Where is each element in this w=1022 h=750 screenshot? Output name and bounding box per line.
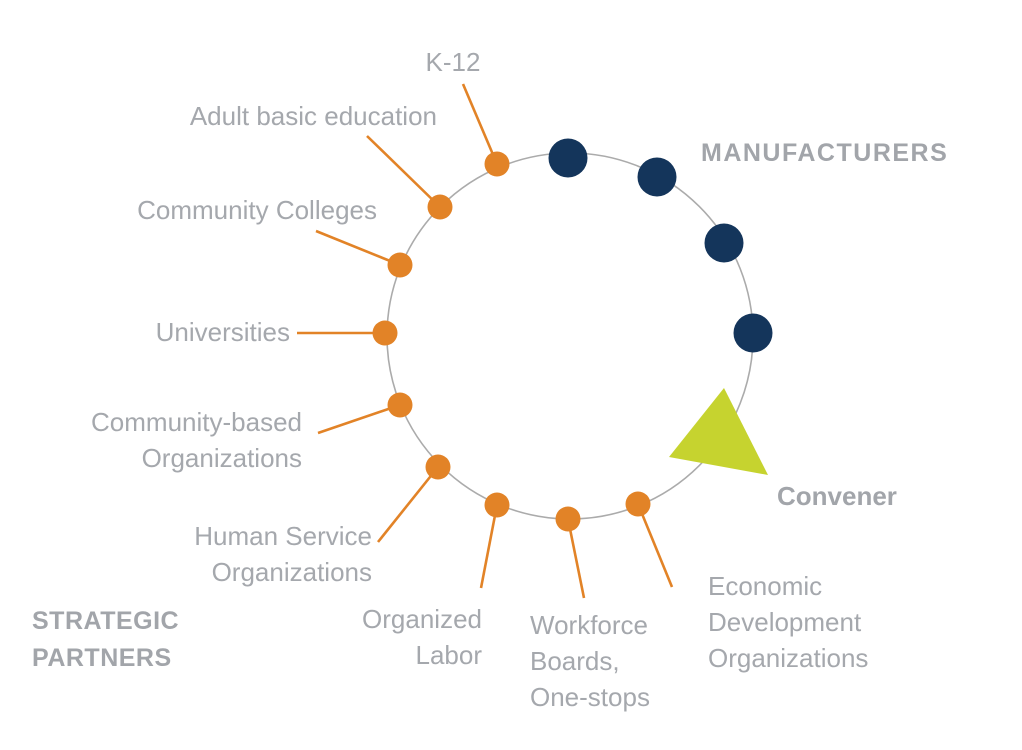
label-community-based-organizations: Community-based Organizations [91,407,302,473]
manufacturer-node-1 [548,138,588,178]
connector-community-based-organizations [317,403,401,435]
partner-node-universities [372,320,398,346]
connector-adult-basic-education [366,135,441,208]
manufacturers-heading: MANUFACTURERS [701,139,949,167]
partner-node-human-service-organizations [425,454,451,480]
manufacturer-node-4 [733,313,773,353]
connector-human-service-organizations [376,466,440,543]
partner-node-community-colleges [387,252,413,278]
connector-economic-development [636,503,674,588]
manufacturer-nodes [548,138,773,353]
connector-k12 [461,83,499,165]
connector-workforce-boards [566,518,586,599]
manufacturer-node-3 [704,223,744,263]
strategic-partner-nodes [372,151,651,532]
label-universities: Universities [155,317,290,347]
connector-organized-labor [479,504,499,589]
partner-node-workforce-boards [555,506,581,532]
convener-triangle [669,388,768,475]
label-community-colleges: Community Colleges [137,195,377,225]
connector-lines [297,83,674,599]
partner-node-community-based-organizations [387,392,413,418]
manufacturer-node-2 [637,157,677,197]
partner-node-organized-labor [484,492,510,518]
label-economic-development-organizations: Economic Development Organizations [708,571,869,673]
label-organized-labor: Organized Labor [362,604,482,670]
label-human-service-organizations: Human Service Organizations [194,521,372,587]
label-workforce-boards-one-stops: Workforce Boards, One-stops [530,610,650,712]
connector-community-colleges [315,229,401,267]
partner-node-adult-basic-education [427,194,453,220]
convener-heading: Convener [777,481,897,511]
partner-node-economic-development [625,491,651,517]
label-k12: K-12 [425,47,481,77]
strategic-partners-heading: STRATEGIC PARTNERS [32,607,180,672]
label-adult-basic-education: Adult basic education [189,101,437,131]
partner-node-k12 [484,151,510,177]
